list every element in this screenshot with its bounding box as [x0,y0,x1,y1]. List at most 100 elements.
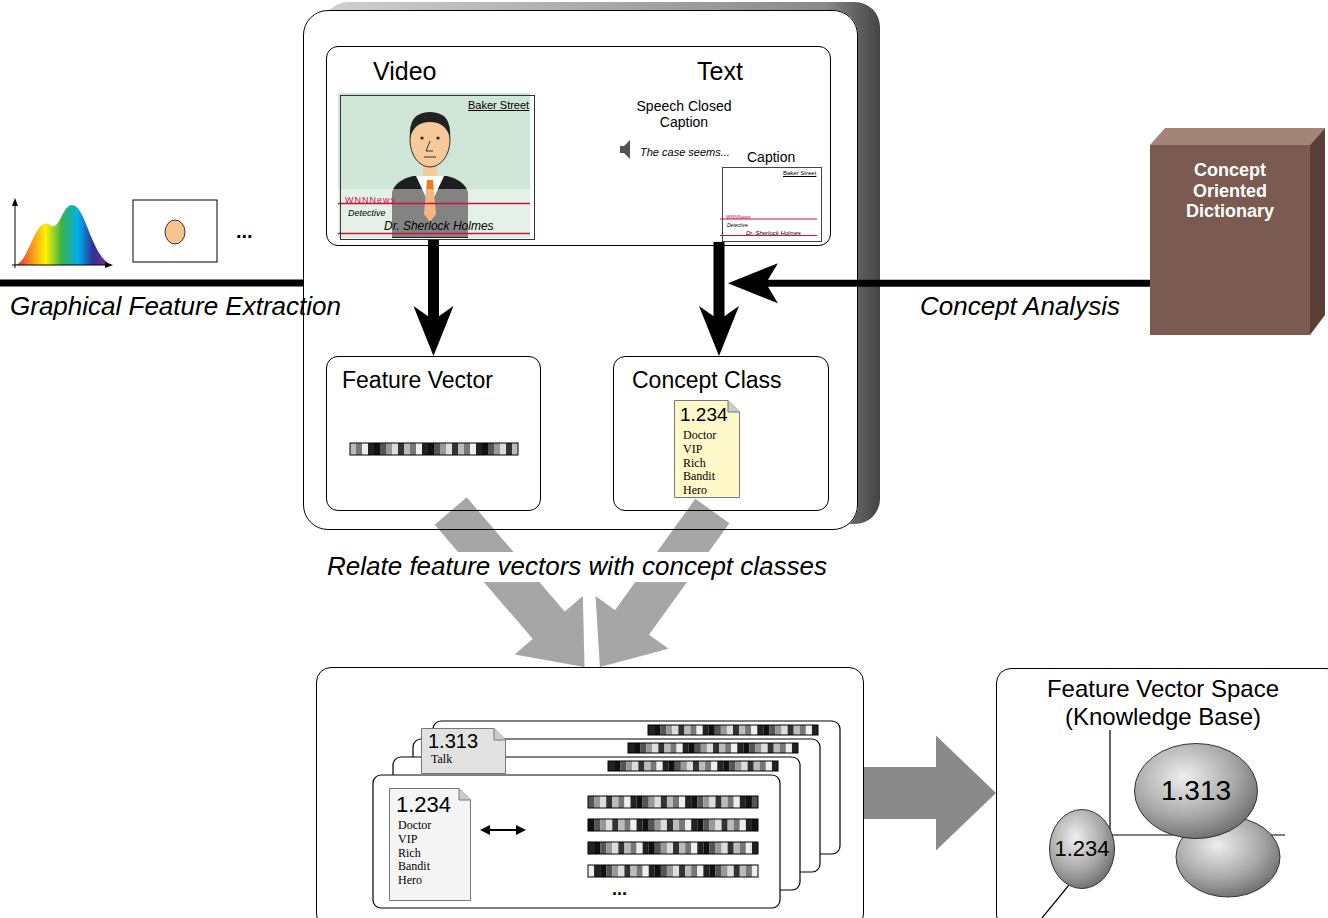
feature-vector-bar [356,443,362,455]
feature-vector-panels [709,725,715,735]
concept-document-outline [459,789,471,801]
feature-vector-panels [697,796,703,808]
feature-vector-bar [440,443,446,455]
feature-vector-panels [707,743,713,753]
dictionary-block: Concept Oriented Dictionary [1150,128,1325,335]
feature-vector-panels [612,819,618,831]
feature-vector-panels [691,796,697,808]
shape-icon [133,200,217,262]
relation-arrow [488,829,518,831]
feature-vector-panels [614,761,620,771]
feature-vector-panels [608,761,614,771]
box-title: Feature Vector [342,367,493,393]
feature-vector-panels [746,796,752,808]
feature-vector-bar [512,443,518,455]
location-caption: Baker Street [783,170,816,177]
feature-vector-panels [606,865,612,877]
feature-vector-panels [673,865,679,877]
feature-vector-panels [689,743,695,753]
relate-arrow [596,596,669,667]
feature-vector-panels [725,743,731,753]
outer-frame: VideoTextSpeech Closed CaptionThe case s… [303,10,858,530]
name-caption: Dr. Sherlock Holmes [384,220,494,234]
feature-vector-panels [717,761,723,771]
feature-vector-panels [691,865,697,877]
spectrum-icon [12,198,113,268]
spectrum-icon [15,202,16,268]
concept-class-box: Concept Class1.234Doctor VIP Rich Bandit… [613,356,829,511]
feature-vector-panels [733,725,739,735]
feature-vector-panels [685,842,691,854]
feature-vector-panels [780,743,786,753]
speaker-icon [624,140,630,159]
concept-number: 1.313 [428,730,478,753]
feature-vector-panels [812,725,818,735]
feature-vector-panels [740,796,746,808]
flow-arrow [699,242,739,356]
feature-vector-panels [673,796,679,808]
vector-space-axes [1042,730,1285,918]
panel-heading: Text [697,57,743,86]
feature-vector-panels [709,842,715,854]
feature-vector-panels [631,819,637,831]
feature-vector-bar [380,443,386,455]
feature-vector-panels [766,761,772,771]
feature-vector-panels [667,865,673,877]
feature-vector-panels [746,819,752,831]
feature-vector-panels [691,842,697,854]
feature-vector-panels [762,743,768,753]
concept-document-outline [494,729,506,741]
feature-vector-panels [752,819,758,831]
feature-vector-panels [671,743,677,753]
feature-vector-panels [743,743,749,753]
feature-vector-panels [654,725,660,735]
feature-vector-panels [637,865,643,877]
feature-vector-panels [763,725,769,735]
feature-vector-panels [754,761,760,771]
feature-vector-panels [624,865,630,877]
feature-vector-panels [667,796,673,808]
feature-vector-panels [745,725,751,735]
feature-vector-panels [637,819,643,831]
feature-vector-bar [452,443,458,455]
dictionary-block-outline [1150,128,1325,145]
feature-vector-panels [740,819,746,831]
feature-vector-panels [742,761,748,771]
feature-vector-panels [628,743,798,753]
feature-vector-panels [655,842,661,854]
feature-vector-panels [594,796,600,808]
feature-vector-panels [716,865,722,877]
relation-arrow [516,825,526,835]
feature-vector-panels [737,743,743,753]
feature-vector-panels [749,743,755,753]
concept-cluster: 1.234 [1049,809,1115,889]
feature-vector-panels [794,725,800,735]
feature-vector-panels [628,743,634,753]
feature-vector-panels [695,743,701,753]
panel-heading: Video [373,57,437,86]
video-frame-picture [338,93,530,238]
caption-heading: Caption [747,149,795,165]
dictionary-title: Concept Oriented Dictionary [1175,160,1285,222]
feature-vector-panels [631,865,637,877]
cluster-number: 1.313 [1161,775,1231,807]
feature-vector-panels [681,761,687,771]
feature-vector-panels [663,761,669,771]
speech-text: The case seems... [640,146,730,159]
dictionary-block-outline [1310,128,1325,335]
feature-vector-panels [746,865,752,877]
feature-vector-panels [691,819,697,831]
feature-vector-panels [683,743,689,753]
box-title: Concept Class [632,367,782,393]
feature-vector-panels [697,725,703,735]
caption-frame-lines [720,165,817,237]
feature-vector-bar [464,443,470,455]
speaker-icon [620,140,630,159]
feature-vector-bar [374,443,380,455]
feature-vector-panels [677,743,683,753]
feature-vector-panels [661,865,667,877]
feature-vector-panels [588,865,594,877]
feature-vector-panels [608,761,778,771]
feature-vector-panels [679,842,685,854]
